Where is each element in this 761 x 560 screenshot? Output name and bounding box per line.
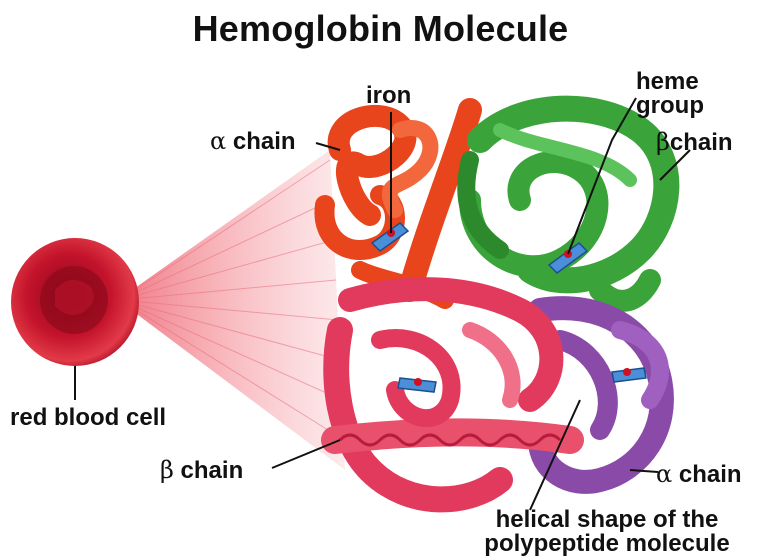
alpha-symbol: α: [210, 127, 226, 155]
label-heme-group-line2: group: [636, 94, 704, 118]
beta-symbol: β: [160, 456, 174, 484]
alpha-chain-top-graphic: [324, 110, 470, 300]
label-alpha-chain-bottom: α chain: [656, 460, 742, 489]
chain-text: chain: [233, 128, 296, 155]
chain-text: chain: [181, 457, 244, 484]
heme-group-alpha-bottom: [612, 368, 646, 382]
chain-text: chain: [679, 461, 742, 488]
diagram-title: Hemoglobin Molecule: [0, 8, 761, 50]
chain-text: chain: [670, 129, 733, 156]
label-heme-group: heme group: [636, 70, 704, 118]
alpha-symbol: α: [656, 460, 672, 488]
beta-chain-top-graphic: [466, 109, 666, 301]
red-blood-cell-graphic: [11, 238, 139, 366]
label-helical-shape: helical shape of the polypeptide molecul…: [462, 508, 752, 556]
label-iron: iron: [366, 82, 411, 110]
label-red-blood-cell: red blood cell: [10, 404, 166, 432]
label-beta-chain-bottom: β chain: [160, 456, 243, 485]
label-helical-line2: polypeptide molecule: [462, 532, 752, 556]
label-heme-group-line1: heme: [636, 70, 704, 94]
beta-chain-bottom-graphic: [335, 289, 570, 499]
label-alpha-chain-top: α chain: [210, 127, 296, 156]
label-helical-line1: helical shape of the: [462, 508, 752, 532]
label-beta-chain-top: βchain: [656, 128, 733, 157]
beta-symbol: β: [656, 128, 670, 156]
